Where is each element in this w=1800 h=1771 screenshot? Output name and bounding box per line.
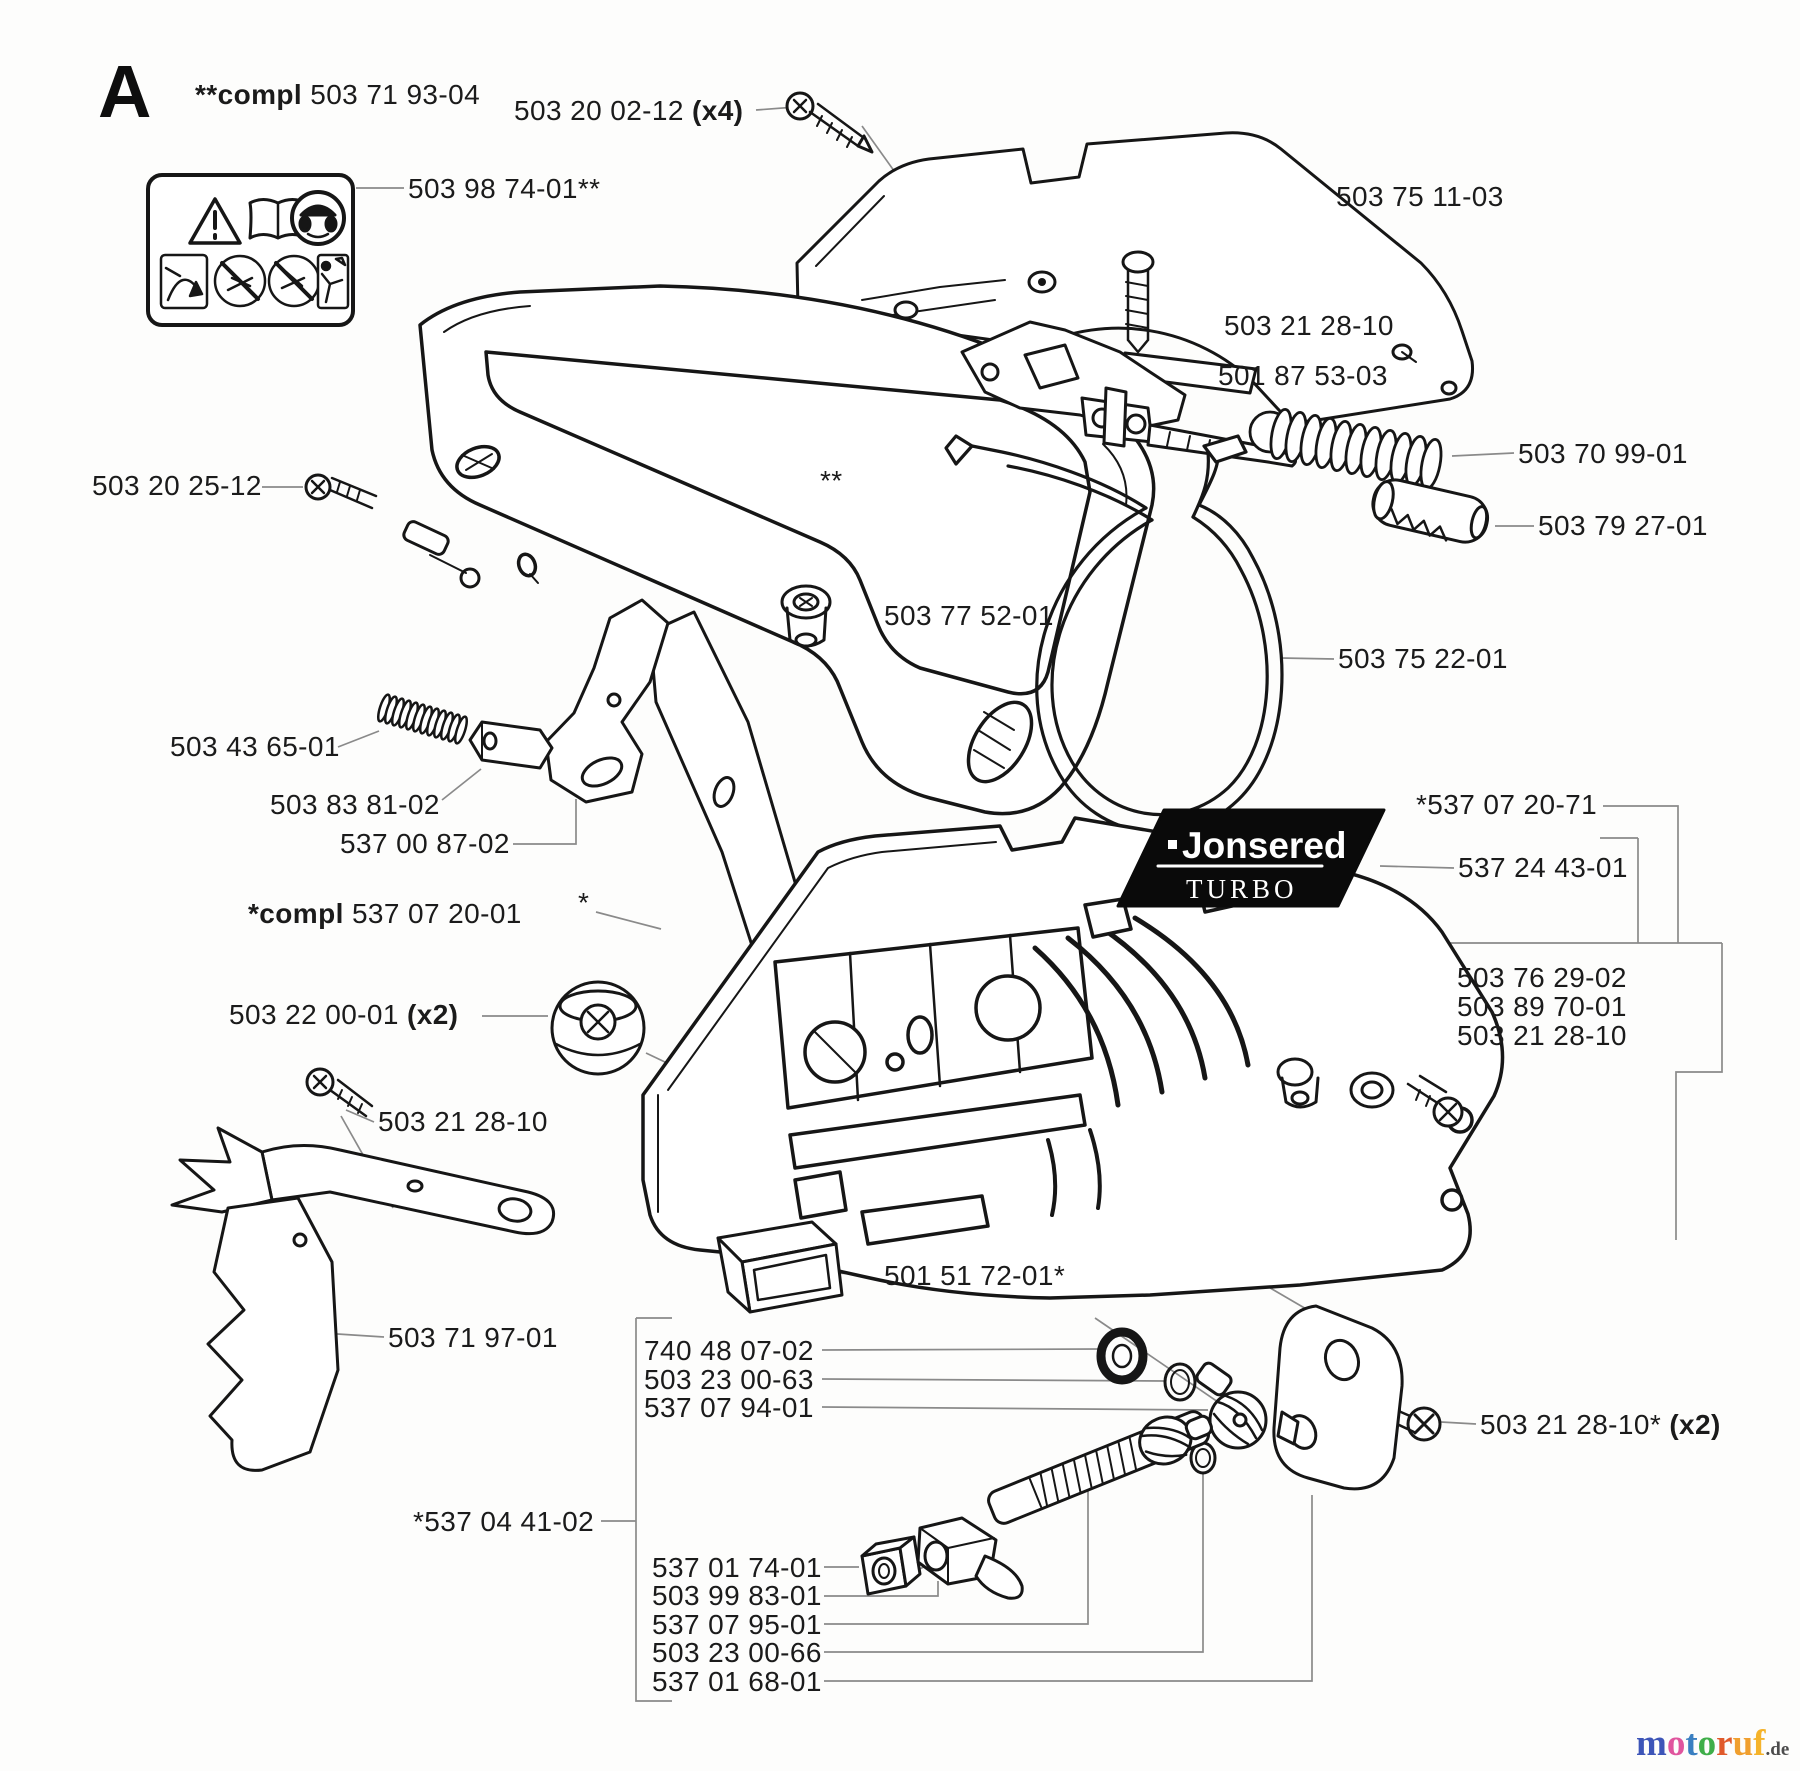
spring-cylinder-part	[1371, 478, 1490, 544]
oring-63-part	[1163, 1362, 1197, 1402]
label-screw-right: 503 21 28-10	[1457, 1020, 1627, 1051]
watermark-letter-0: m	[1636, 1723, 1667, 1764]
watermark-letter-6: f	[1753, 1723, 1766, 1764]
label-worm-screw: 537 07 95-01	[652, 1609, 822, 1640]
felling-dog-bar	[170, 1126, 555, 1236]
cover-screw-right	[1406, 1074, 1464, 1128]
watermark-letter-1: o	[1666, 1723, 1686, 1764]
tensioner-fitting-part	[916, 1516, 1024, 1600]
label-brake-lever: 501 87 53-03	[1218, 360, 1388, 391]
decal-model-text: TURBO	[1186, 874, 1298, 904]
screw-handle-part	[304, 473, 378, 510]
screw-dog-part	[305, 1067, 374, 1118]
label-bar-nut: 503 22 00-01 (x2)	[229, 999, 459, 1030]
front-hand-guard	[418, 284, 1156, 816]
label-compl-note-2star: **compl 503 71 93-04	[195, 79, 481, 110]
guard-bushing-part	[780, 584, 832, 648]
site-watermark: motoruf.de	[1636, 1724, 1789, 1770]
label-warning-decal: 503 98 74-01**	[408, 173, 601, 204]
label-cover-ref: *	[578, 887, 590, 918]
label-handguard-ref: **	[820, 465, 843, 496]
label-pinion: 537 07 94-01	[644, 1392, 814, 1423]
label-block: 503 83 81-02	[270, 789, 440, 820]
tensioner-cover-plate	[1272, 1304, 1404, 1491]
label-felling-dog: 503 71 97-01	[388, 1322, 558, 1353]
label-brake-spring: 503 70 99-01	[1518, 438, 1688, 469]
watermark-letter-4: r	[1716, 1723, 1733, 1764]
label-buffer: 501 51 72-01*	[884, 1260, 1066, 1291]
tip-contact-prohibit-pictogram	[267, 254, 321, 308]
label-screw-handle: 503 20 25-12	[92, 470, 262, 501]
label-trigger-lever: 537 00 87-02	[340, 828, 510, 859]
brake-block-part	[468, 720, 554, 770]
label-screw-brake-top: 503 21 28-10	[1224, 310, 1394, 341]
felling-dog-plate	[206, 1196, 340, 1472]
protective-gear-icon	[290, 190, 346, 246]
label-spring-cylinder: 503 79 27-01	[1538, 510, 1708, 541]
clutch-top-cover	[795, 131, 1475, 423]
bar-nut-part	[550, 980, 646, 1076]
label-washer: 740 48 07-02	[644, 1335, 814, 1366]
label-screw-plate-x2: 503 21 28-10* (x2)	[1480, 1409, 1721, 1440]
label-square-nut: 537 01 74-01	[652, 1552, 822, 1583]
operator-warning-pictogram	[316, 253, 350, 310]
kickback-pictogram	[159, 253, 209, 310]
tensioner-worm-screw	[987, 1410, 1213, 1525]
label-bushing: 503 77 52-01	[884, 600, 1054, 631]
watermark-letter-5: u	[1732, 1723, 1754, 1764]
tensioner-square-nut	[860, 1535, 922, 1596]
label-fitting: 503 99 83-01	[652, 1580, 822, 1611]
one-hand-prohibit-pictogram	[213, 254, 267, 308]
cover-bushing-right	[1276, 1057, 1320, 1109]
label-top-cover: 503 75 11-03	[1336, 181, 1504, 212]
decal-brand-text: Jonsered	[1182, 825, 1347, 866]
figure-letter: A	[98, 50, 152, 133]
jonsered-turbo-decal: Jonsered TURBO	[1116, 808, 1386, 908]
label-tensioner-assy: *537 04 41-02	[413, 1506, 595, 1537]
label-small-spring: 503 43 65-01	[170, 731, 340, 762]
label-cover-assy-71: *537 07 20-71	[1416, 789, 1598, 820]
watermark-letter-2: t	[1685, 1723, 1698, 1764]
small-spring-part	[376, 693, 469, 745]
brake-spring-part	[1248, 407, 1443, 491]
label-washer-right: 503 89 70-01	[1457, 991, 1627, 1022]
tensioner-washer-part	[1096, 1327, 1148, 1385]
label-screw-dog: 503 21 28-10	[378, 1106, 548, 1137]
watermark-suffix: .de	[1765, 1739, 1790, 1760]
label-oring-66: 503 23 00-66	[652, 1637, 822, 1668]
brake-lever-assembly	[960, 250, 1297, 468]
label-bushing-right: 503 76 29-02	[1457, 962, 1627, 993]
label-screw-top-x4: 503 20 02-12 (x4)	[514, 95, 744, 126]
label-decal-turbo: 537 24 43-01	[1458, 852, 1628, 883]
warning-label-decal	[146, 173, 355, 327]
rubber-buffer-part	[716, 1220, 844, 1314]
screw-x4-part	[785, 91, 874, 154]
cover-washer-right	[1349, 1071, 1395, 1109]
label-brake-band: 503 75 22-01	[1338, 643, 1508, 674]
label-cover-plate: 537 01 68-01	[652, 1666, 822, 1697]
watermark-letter-3: o	[1697, 1723, 1717, 1764]
label-compl-note-1star: *compl 537 07 20-01	[248, 898, 522, 929]
label-oring-63: 503 23 00-63	[644, 1364, 814, 1395]
clutch-cover-main	[641, 816, 1505, 1300]
warning-triangle-icon	[188, 197, 242, 245]
